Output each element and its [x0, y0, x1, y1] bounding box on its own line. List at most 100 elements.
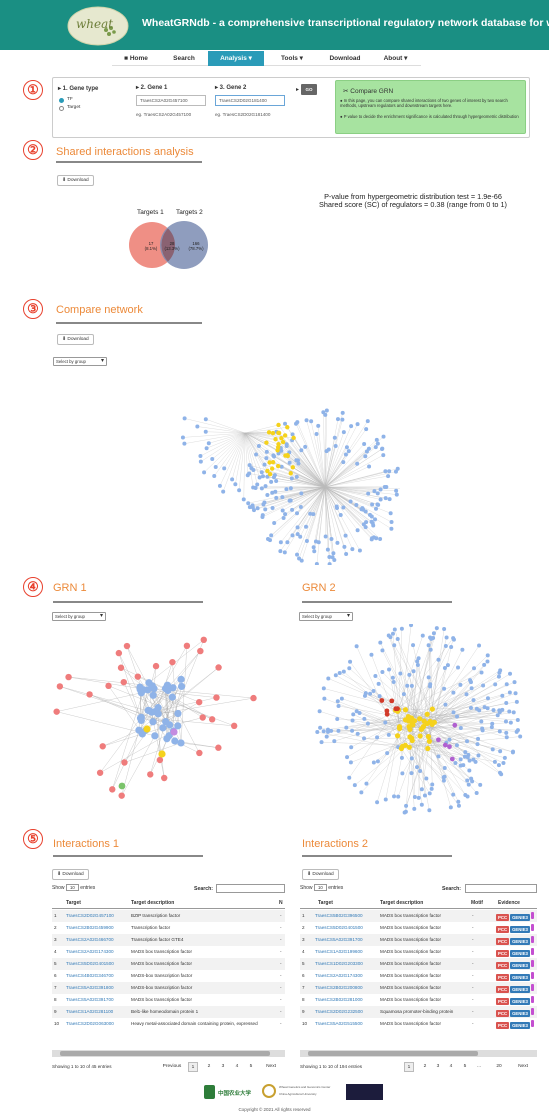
- network-node[interactable]: [316, 423, 321, 428]
- int1-next[interactable]: Next: [266, 1064, 276, 1069]
- network-node[interactable]: [290, 507, 295, 512]
- network-node[interactable]: [317, 709, 322, 714]
- network-node[interactable]: [203, 417, 208, 422]
- row-target-link[interactable]: TraesCS2D02G232500: [315, 1009, 363, 1014]
- network-node[interactable]: [278, 549, 283, 554]
- network-node[interactable]: [247, 471, 252, 476]
- network-node[interactable]: [514, 699, 519, 704]
- network-node[interactable]: [451, 710, 456, 715]
- network-node[interactable]: [270, 430, 276, 436]
- network-node[interactable]: [259, 470, 264, 475]
- network-node[interactable]: [354, 709, 359, 714]
- network-node[interactable]: [343, 452, 348, 457]
- network-node[interactable]: [442, 742, 448, 748]
- network-node[interactable]: [341, 669, 346, 674]
- network-node[interactable]: [482, 662, 487, 667]
- network-node[interactable]: [311, 545, 316, 550]
- network-node[interactable]: [366, 491, 371, 496]
- network-node[interactable]: [297, 556, 302, 561]
- network-node[interactable]: [264, 440, 269, 445]
- int2-page-4[interactable]: 4: [449, 1064, 453, 1069]
- network-node[interactable]: [384, 711, 390, 717]
- network-node[interactable]: [503, 719, 508, 724]
- network-node[interactable]: [425, 733, 431, 740]
- network-node[interactable]: [270, 459, 276, 465]
- network-node[interactable]: [222, 466, 227, 471]
- network-node[interactable]: [137, 716, 145, 724]
- network-node[interactable]: [259, 486, 264, 491]
- network-node[interactable]: [281, 516, 286, 521]
- network-node[interactable]: [204, 446, 209, 451]
- network-node[interactable]: [279, 464, 284, 469]
- network-node[interactable]: [287, 498, 292, 503]
- network-node[interactable]: [455, 714, 460, 719]
- network-node[interactable]: [275, 463, 281, 469]
- network-node[interactable]: [504, 701, 509, 706]
- network-node[interactable]: [387, 667, 392, 672]
- network-node[interactable]: [436, 737, 441, 743]
- network-node[interactable]: [274, 478, 279, 483]
- network-node[interactable]: [507, 690, 512, 695]
- network-node[interactable]: [213, 464, 218, 469]
- network-node[interactable]: [424, 711, 430, 717]
- network-node[interactable]: [479, 719, 484, 724]
- network-node[interactable]: [352, 783, 357, 788]
- network-node[interactable]: [460, 647, 465, 652]
- int1-page-3[interactable]: 3: [221, 1064, 225, 1069]
- network-node[interactable]: [454, 743, 459, 748]
- int1-page-4[interactable]: 4: [235, 1064, 239, 1069]
- network-node[interactable]: [381, 434, 386, 439]
- network-node[interactable]: [343, 533, 348, 538]
- network-node[interactable]: [284, 487, 289, 492]
- network-node[interactable]: [295, 525, 300, 530]
- network-node[interactable]: [383, 720, 388, 725]
- network-node[interactable]: [255, 482, 260, 487]
- network-node[interactable]: [394, 492, 399, 497]
- network-node[interactable]: [267, 460, 272, 465]
- network-node[interactable]: [247, 463, 252, 468]
- network-node[interactable]: [256, 444, 261, 449]
- row-target-link[interactable]: TraesCS2B02G459900: [66, 925, 114, 930]
- int2-page-2[interactable]: 2: [423, 1064, 427, 1069]
- network-node[interactable]: [260, 514, 265, 519]
- network-node[interactable]: [441, 778, 446, 783]
- network-node[interactable]: [137, 689, 145, 697]
- network-node[interactable]: [323, 534, 328, 539]
- network-node[interactable]: [417, 733, 423, 739]
- network-node[interactable]: [171, 737, 179, 745]
- network-node[interactable]: [336, 703, 341, 708]
- network-node[interactable]: [304, 538, 309, 543]
- int2-page-3[interactable]: 3: [436, 1064, 440, 1069]
- network-node[interactable]: [180, 435, 185, 440]
- shared-download-button[interactable]: ⬇ Download: [57, 175, 94, 186]
- network-node[interactable]: [342, 544, 347, 549]
- network-node[interactable]: [290, 432, 295, 437]
- network-node[interactable]: [283, 512, 288, 517]
- network-node[interactable]: [366, 446, 371, 451]
- network-node[interactable]: [143, 725, 151, 733]
- network-node[interactable]: [325, 547, 330, 552]
- network-node[interactable]: [364, 427, 369, 432]
- row-target-link[interactable]: TraesCS5D02G401500: [66, 961, 114, 966]
- grn2-group-select[interactable]: Select by group: [299, 612, 353, 621]
- network-node[interactable]: [215, 744, 222, 751]
- nav-search[interactable]: Search: [173, 55, 195, 62]
- network-node[interactable]: [340, 410, 345, 415]
- network-node[interactable]: [428, 635, 433, 640]
- network-node[interactable]: [478, 782, 483, 787]
- network-node[interactable]: [149, 691, 157, 699]
- int2-page-20[interactable]: 20: [496, 1064, 502, 1069]
- network-node[interactable]: [355, 461, 360, 466]
- network-node[interactable]: [415, 662, 420, 667]
- int1-col-desc[interactable]: Target description: [131, 900, 175, 906]
- network-node[interactable]: [375, 759, 380, 764]
- network-node[interactable]: [465, 794, 470, 799]
- network-node[interactable]: [272, 473, 277, 478]
- network-node[interactable]: [451, 637, 456, 642]
- network-node[interactable]: [512, 680, 517, 685]
- network-node[interactable]: [389, 526, 394, 531]
- network-node[interactable]: [447, 737, 452, 742]
- network-node[interactable]: [400, 771, 405, 776]
- network-node[interactable]: [426, 738, 432, 744]
- row-target-link[interactable]: TraesCS1A02G199600: [315, 949, 363, 954]
